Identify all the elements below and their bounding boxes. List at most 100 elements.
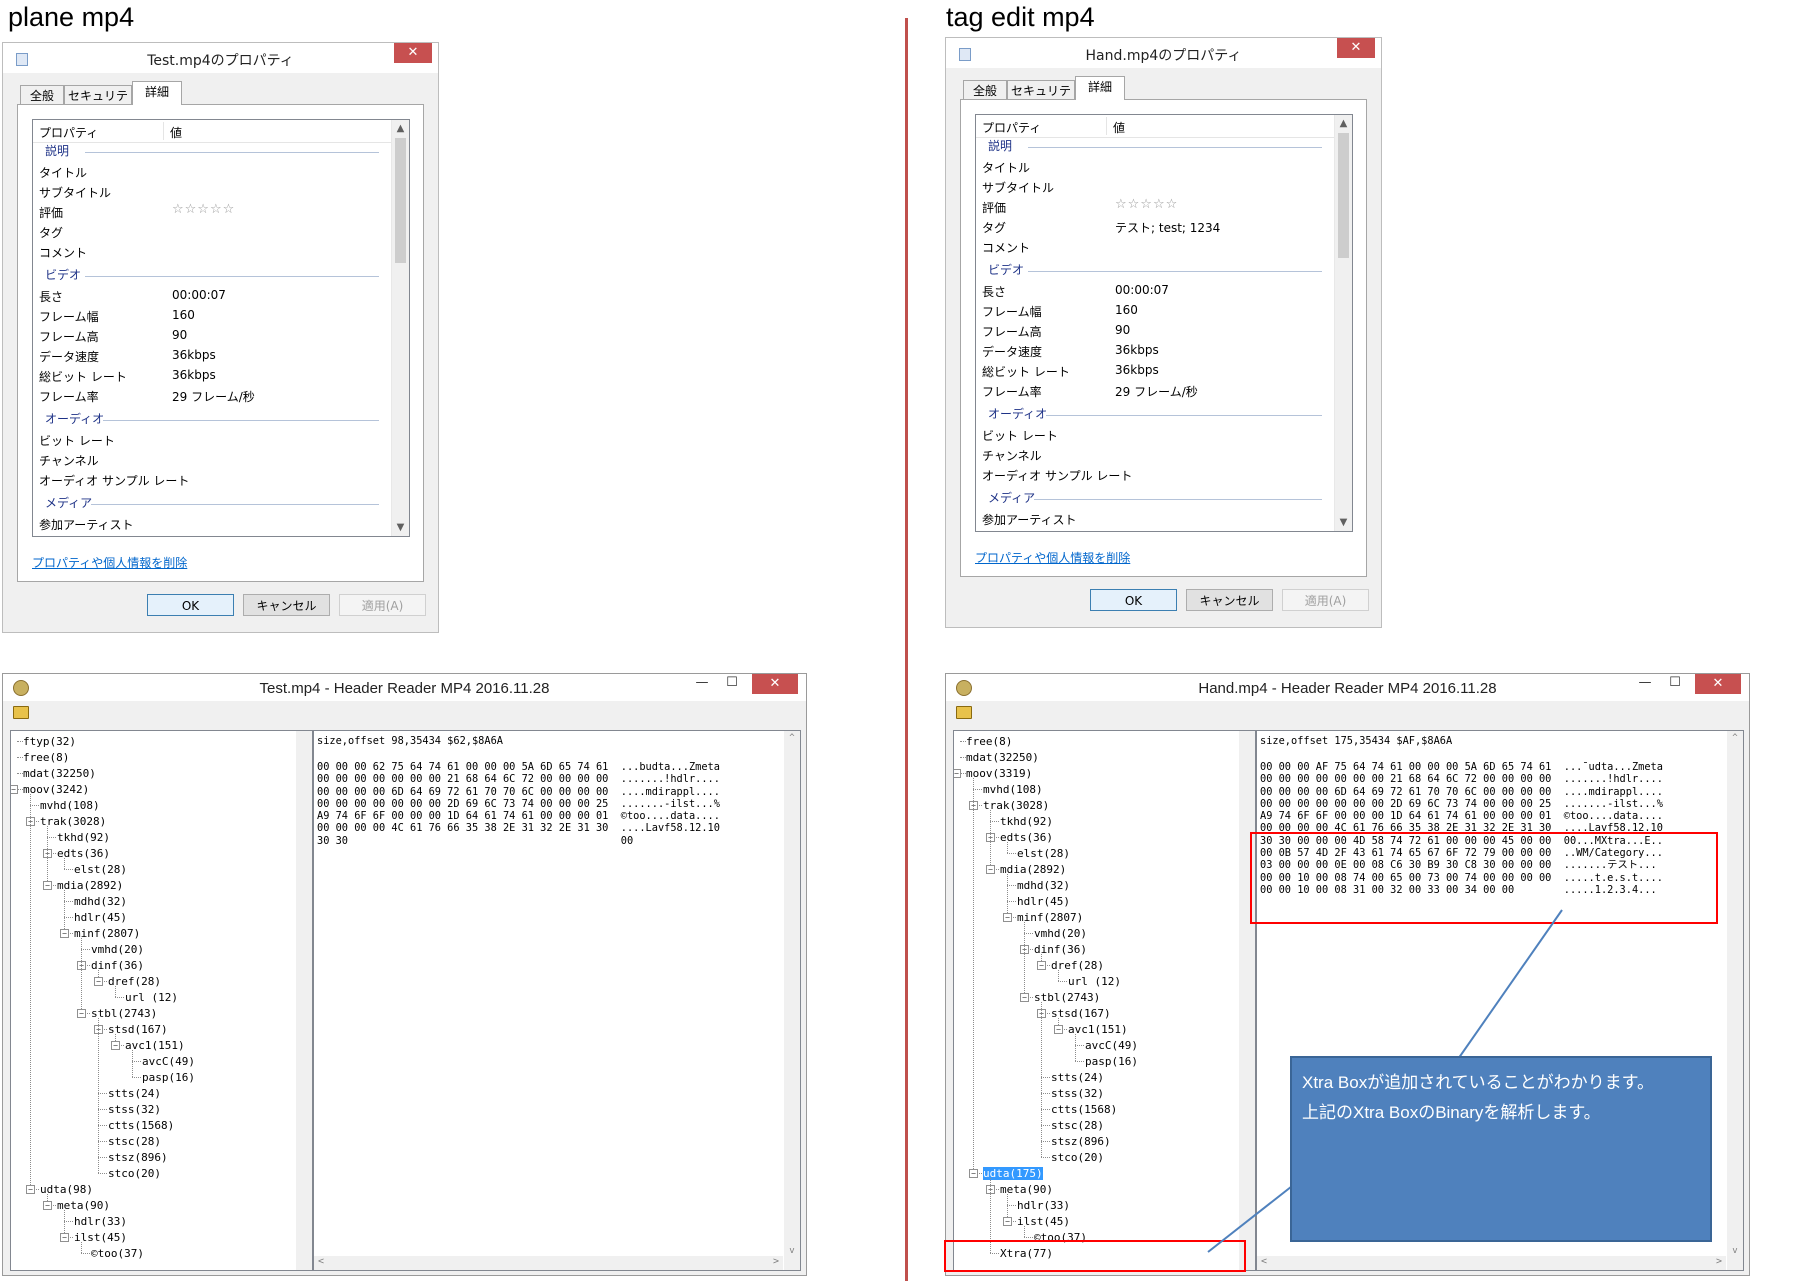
row-bitrate[interactable]: ビット レート [982,429,1058,443]
column-separator[interactable] [163,122,164,140]
tree-node[interactable]: hdlr(33) [74,1215,127,1228]
tree-node[interactable]: elst(28) [1017,847,1070,860]
tree-node[interactable]: mdia(2892) [57,879,124,892]
tree-node[interactable]: ftyp(32) [23,735,76,748]
box-tree[interactable]: free(8)mdat(32250)−moov(3319)mvhd(108)−t… [953,730,1256,1271]
row-title[interactable]: タイトル [39,166,88,180]
collapse-toggle-icon[interactable]: − [60,1233,69,1242]
row-sample-rate[interactable]: オーディオ サンプル レート [982,469,1133,483]
tree-node[interactable]: stsc(28) [108,1135,161,1148]
tree-node[interactable]: free(8) [966,735,1013,748]
close-icon[interactable]: ✕ [1695,674,1741,694]
tree-node[interactable]: stsc(28) [1051,1119,1104,1132]
tree-node[interactable]: trak(3028) [40,815,107,828]
tree-node[interactable]: mdhd(32) [1017,879,1070,892]
tree-node[interactable]: minf(2807) [1017,911,1084,924]
row-tag[interactable]: タグ [39,226,64,240]
tree-node[interactable]: stsz(896) [108,1151,168,1164]
tab-general[interactable]: 全般 [20,85,64,105]
scroll-thumb[interactable] [1338,133,1349,258]
row-tag[interactable]: タグテスト; test; 1234 [982,221,1221,235]
remove-properties-link[interactable]: プロパティや個人情報を削除 [975,551,1131,565]
tree-node[interactable]: pasp(16) [1085,1055,1138,1068]
tree-node[interactable]: mvhd(108) [40,799,100,812]
column-property[interactable]: プロパティ [39,126,99,140]
tree-node[interactable]: meta(90) [57,1199,110,1212]
hex-vertical-scrollbar[interactable]: ^v [1727,731,1743,1270]
row-channel[interactable]: チャンネル [39,454,99,468]
tree-node[interactable]: url (12) [125,991,178,1004]
row-rating[interactable]: 評価☆☆☆☆☆ [982,197,1179,215]
tree-node[interactable]: minf(2807) [74,927,141,940]
property-list[interactable]: プロパティ 値 説明 タイトル サブタイトル 評価☆☆☆☆☆ タグ コメント ビ… [32,119,410,537]
scroll-up-icon[interactable]: ▲ [1339,118,1348,129]
tree-node[interactable]: stsz(896) [1051,1135,1111,1148]
tree-node[interactable]: mdia(2892) [1000,863,1067,876]
vertical-scrollbar[interactable]: ▲ ▼ [1334,115,1352,531]
property-list[interactable]: プロパティ 値 説明 タイトル サブタイトル 評価☆☆☆☆☆ タグテスト; te… [975,114,1353,532]
tree-node[interactable]: stss(32) [1051,1087,1104,1100]
close-icon[interactable]: ✕ [752,674,798,694]
tree-node[interactable]: edts(36) [57,847,110,860]
scroll-left-icon[interactable]: < [1260,1256,1268,1267]
collapse-toggle-icon[interactable]: − [954,769,961,778]
hex-horizontal-scrollbar[interactable]: <> [1257,1256,1726,1270]
tree-node[interactable]: tkhd(92) [57,831,110,844]
close-icon[interactable]: ✕ [1337,38,1375,58]
scroll-up-icon[interactable]: ^ [789,733,795,743]
tree-node[interactable]: vmhd(20) [91,943,144,956]
tab-details[interactable]: 詳細 [132,81,182,105]
collapse-toggle-icon[interactable]: − [60,929,69,938]
collapse-toggle-icon[interactable]: − [1020,993,1029,1002]
row-channel[interactable]: チャンネル [982,449,1042,463]
row-rating[interactable]: 評価☆☆☆☆☆ [39,202,236,220]
collapse-toggle-icon[interactable]: − [111,1041,120,1050]
tree-node[interactable]: dref(28) [108,975,161,988]
tree-node[interactable]: dref(28) [1051,959,1104,972]
apply-button[interactable]: 適用(A) [1282,589,1369,611]
tree-node[interactable]: Xtra(77) [1000,1247,1053,1260]
remove-properties-link[interactable]: プロパティや個人情報を削除 [32,556,188,570]
row-comment[interactable]: コメント [39,246,88,260]
tree-node[interactable]: stsd(167) [1051,1007,1111,1020]
tree-node[interactable]: elst(28) [74,863,127,876]
column-separator[interactable] [1106,117,1107,135]
maximize-icon[interactable]: ☐ [726,675,738,690]
tree-node[interactable]: edts(36) [1000,831,1053,844]
row-subtitle[interactable]: サブタイトル [982,181,1055,195]
rating-stars-icon[interactable]: ☆☆☆☆☆ [1115,197,1179,212]
tree-node[interactable]: mdhd(32) [74,895,127,908]
collapse-toggle-icon[interactable]: − [1054,1025,1063,1034]
tree-node[interactable]: ctts(1568) [108,1119,175,1132]
tab-security[interactable]: セキュリティ [1007,80,1075,118]
collapse-toggle-icon[interactable]: − [26,1185,35,1194]
tree-node[interactable]: meta(90) [1000,1183,1053,1196]
tree-node[interactable]: stco(20) [108,1167,161,1180]
scroll-up-icon[interactable]: ^ [1732,733,1738,743]
cancel-button[interactable]: キャンセル [243,594,330,616]
scroll-up-icon[interactable]: ▲ [396,123,405,134]
tree-vertical-scrollbar[interactable] [296,731,312,1270]
open-folder-icon[interactable] [956,706,972,719]
tree-node[interactable]: mdat(32250) [23,767,96,780]
tree-node[interactable]: ctts(1568) [1051,1103,1118,1116]
scroll-down-icon[interactable]: ▼ [1339,517,1348,528]
tree-node[interactable]: hdlr(45) [1017,895,1070,908]
tree-node[interactable]: hdlr(33) [1017,1199,1070,1212]
scroll-down-icon[interactable]: v [1732,1246,1738,1256]
row-contributing-artist[interactable]: 参加アーティスト [39,518,134,532]
tree-node[interactable]: ilst(45) [1017,1215,1070,1228]
scroll-right-icon[interactable]: > [1715,1256,1723,1267]
scroll-thumb[interactable] [395,138,406,263]
tree-node[interactable]: ilst(45) [74,1231,127,1244]
dialog-titlebar[interactable]: Test.mp4のプロパティ ✕ [3,43,438,73]
scroll-left-icon[interactable]: < [317,1256,325,1267]
